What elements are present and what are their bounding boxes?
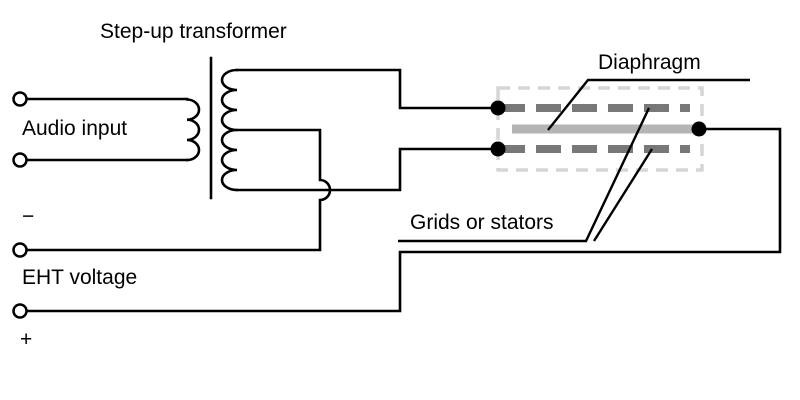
secondary-top-lead-wire: [235, 68, 494, 110]
transformer-primary-coil: [185, 98, 201, 162]
label-eht-voltage: EHT voltage: [22, 266, 138, 289]
eht-positive-terminal: [12, 303, 28, 319]
bottom-grid-connection-dot: [490, 141, 506, 157]
label-eht-negative-sign: −: [22, 205, 35, 228]
diaphragm-connection-dot: [691, 121, 707, 137]
top-grid-connection-dot: [490, 100, 506, 116]
eht-negative-terminal: [12, 242, 28, 258]
label-grids-or-stators: Grids or stators: [410, 211, 554, 234]
secondary-bottom-lead-wire: [235, 147, 494, 192]
label-step-up-transformer: Step-up transformer: [100, 20, 287, 43]
center-tap-to-eht-negative-wire: [25, 128, 332, 252]
audio-input-bottom-terminal: [12, 152, 28, 168]
grids-leader-line-bottom: [592, 148, 654, 242]
transformer-secondary-coil: [220, 68, 239, 192]
diaphragm-leader-line: [547, 78, 750, 131]
eht-positive-to-diaphragm-wire: [25, 127, 782, 313]
label-eht-positive-sign: +: [20, 328, 33, 351]
grids-leader-line-top: [398, 107, 651, 243]
audio-input-top-terminal: [12, 91, 28, 107]
label-audio-input: Audio input: [22, 117, 128, 140]
label-diaphragm: Diaphragm: [598, 51, 701, 74]
